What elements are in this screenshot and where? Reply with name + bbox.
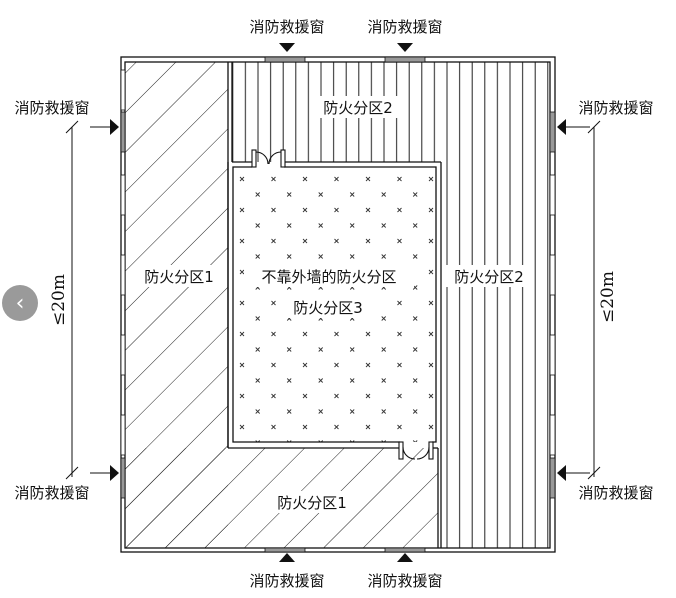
zone-1-bottom-label: 防火分区1 [277, 494, 347, 512]
window-label-left-top: 消防救援窗 [14, 99, 89, 117]
zone-2-right-label: 防火分区2 [454, 268, 524, 286]
window-arrow-icons [110, 43, 566, 562]
rescue-windows [120, 56, 556, 553]
dimension-right [587, 120, 601, 480]
leader-lines [90, 126, 590, 474]
window-label-bottom-right: 消防救援窗 [367, 572, 442, 590]
window-label-top-right: 消防救援窗 [367, 18, 442, 36]
zone-3-title: 不靠外墙的防火分区 [261, 268, 396, 286]
zone-1-left-label: 防火分区1 [144, 268, 214, 286]
window-label-right-bottom: 消防救援窗 [578, 484, 653, 502]
window-label-top-left: 消防救援窗 [249, 18, 324, 36]
previous-image-button[interactable]: ‹ [2, 285, 38, 321]
zone-2-top-label: 防火分区2 [323, 99, 393, 117]
dimension-right-label: ≤20m [598, 271, 618, 323]
zone-3-label: 防火分区3 [293, 299, 363, 317]
window-label-right-top: 消防救援窗 [578, 99, 653, 117]
door-bottom [398, 441, 434, 460]
window-label-bottom-left: 消防救援窗 [249, 572, 324, 590]
outer-wall [120, 56, 556, 553]
dimension-left [65, 120, 79, 480]
dimension-left-label: ≤20m [49, 274, 69, 326]
door-top [251, 149, 286, 168]
window-label-left-bottom: 消防救援窗 [14, 484, 89, 502]
zone-2-area [232, 62, 550, 548]
chevron-left-icon: ‹ [15, 290, 25, 316]
